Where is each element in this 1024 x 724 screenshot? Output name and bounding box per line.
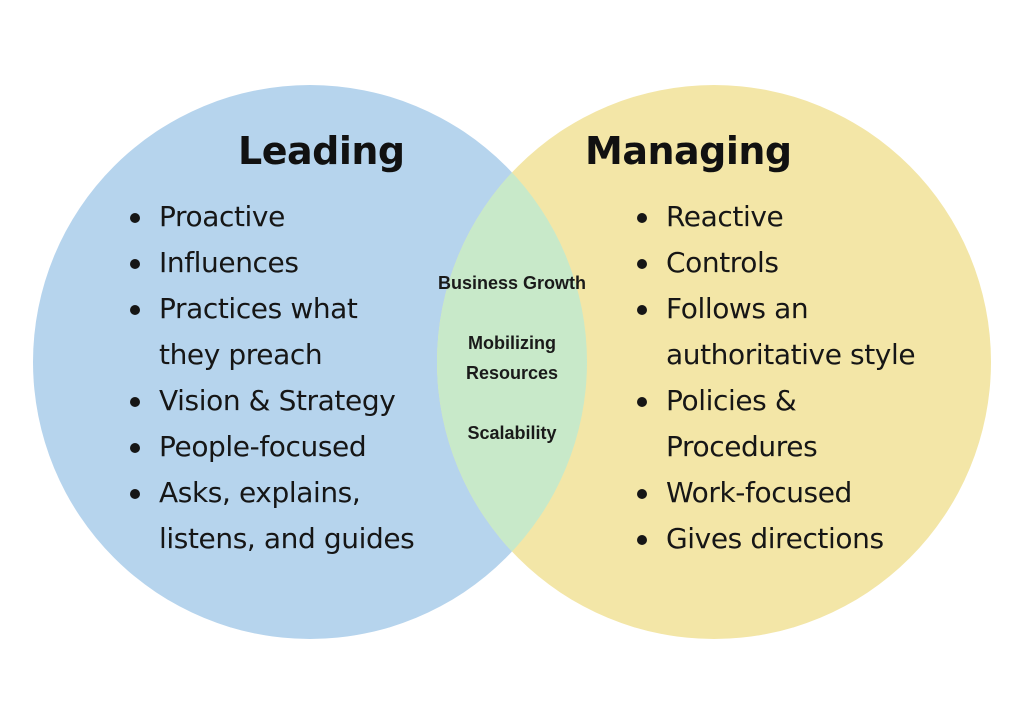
managing-item: Policies & Procedures <box>634 378 866 470</box>
leading-list: Proactive Influences Practices what they… <box>127 194 439 562</box>
leading-item: People-focused <box>127 424 439 470</box>
managing-item: Reactive <box>634 194 946 240</box>
leading-item: Influences <box>127 240 439 286</box>
overlap-item-mobilizing-resources: Mobilizing Resources <box>465 333 559 383</box>
leading-item: Practices what they preach <box>127 286 399 378</box>
leading-title: Leading <box>238 129 405 173</box>
leading-circle <box>33 85 587 639</box>
managing-list: Reactive Controls Follows an authoritati… <box>634 194 946 562</box>
managing-circle <box>437 85 991 639</box>
managing-item: Work-focused <box>634 470 946 516</box>
managing-item: Follows an authoritative style <box>634 286 946 378</box>
leading-item: Proactive <box>127 194 439 240</box>
managing-item: Controls <box>634 240 946 286</box>
leading-item: Asks, explains, listens, and guides <box>127 470 439 562</box>
managing-title: Managing <box>585 129 792 173</box>
managing-item: Gives directions <box>634 516 946 562</box>
leading-item: Vision & Strategy <box>127 378 439 424</box>
overlap-item-business-growth: Business Growth <box>437 273 587 293</box>
overlap-item-scalability: Scalability <box>467 423 557 443</box>
